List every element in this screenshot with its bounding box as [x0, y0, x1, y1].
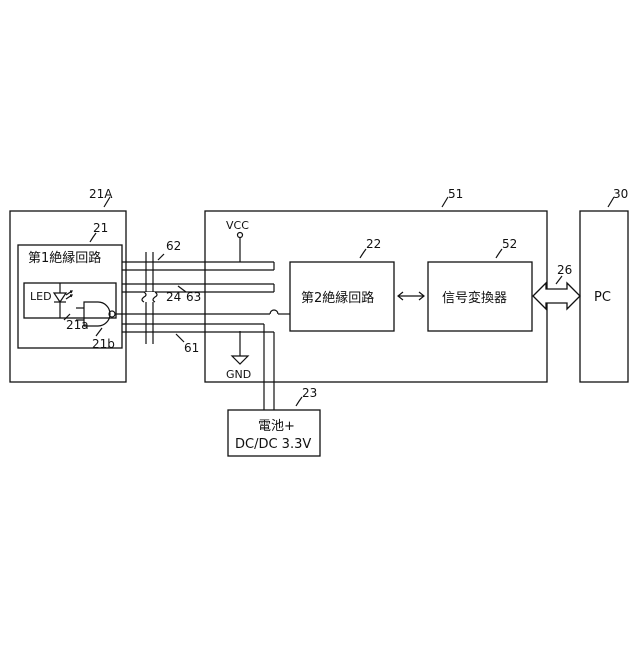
ref-24: 24 [166, 290, 181, 304]
signal-converter-label: 信号変換器 [442, 290, 507, 306]
ref-30: 30 [613, 187, 628, 201]
leader-62 [158, 254, 164, 260]
gnd-label: GND [226, 368, 251, 381]
ref-21a-led: 21a [66, 318, 89, 332]
first-isolation-label: 第1絶縁回路 [28, 250, 101, 266]
ref-21b-nand: 21b [92, 337, 115, 351]
ref-61: 61 [184, 341, 199, 355]
ref-26: 26 [557, 263, 572, 277]
leader-26 [556, 276, 562, 284]
ref-22: 22 [366, 237, 381, 251]
pc-label: PC [594, 290, 611, 305]
supply-line1: 電池+ [258, 419, 295, 434]
ref-51: 51 [448, 187, 463, 201]
ref-21a: 21A [89, 187, 113, 201]
ref-62: 62 [166, 239, 181, 253]
ref-23: 23 [302, 386, 317, 400]
ref-21: 21 [93, 221, 108, 235]
ref-52: 52 [502, 237, 517, 251]
second-isolation-label: 第2絶縁回路 [301, 290, 374, 306]
ref-63: 63 [186, 290, 201, 304]
leader-61 [176, 334, 184, 342]
led-label: LED [30, 290, 52, 303]
supply-line2: DC/DC 3.3V [235, 437, 311, 452]
vcc-label: VCC [226, 219, 249, 232]
